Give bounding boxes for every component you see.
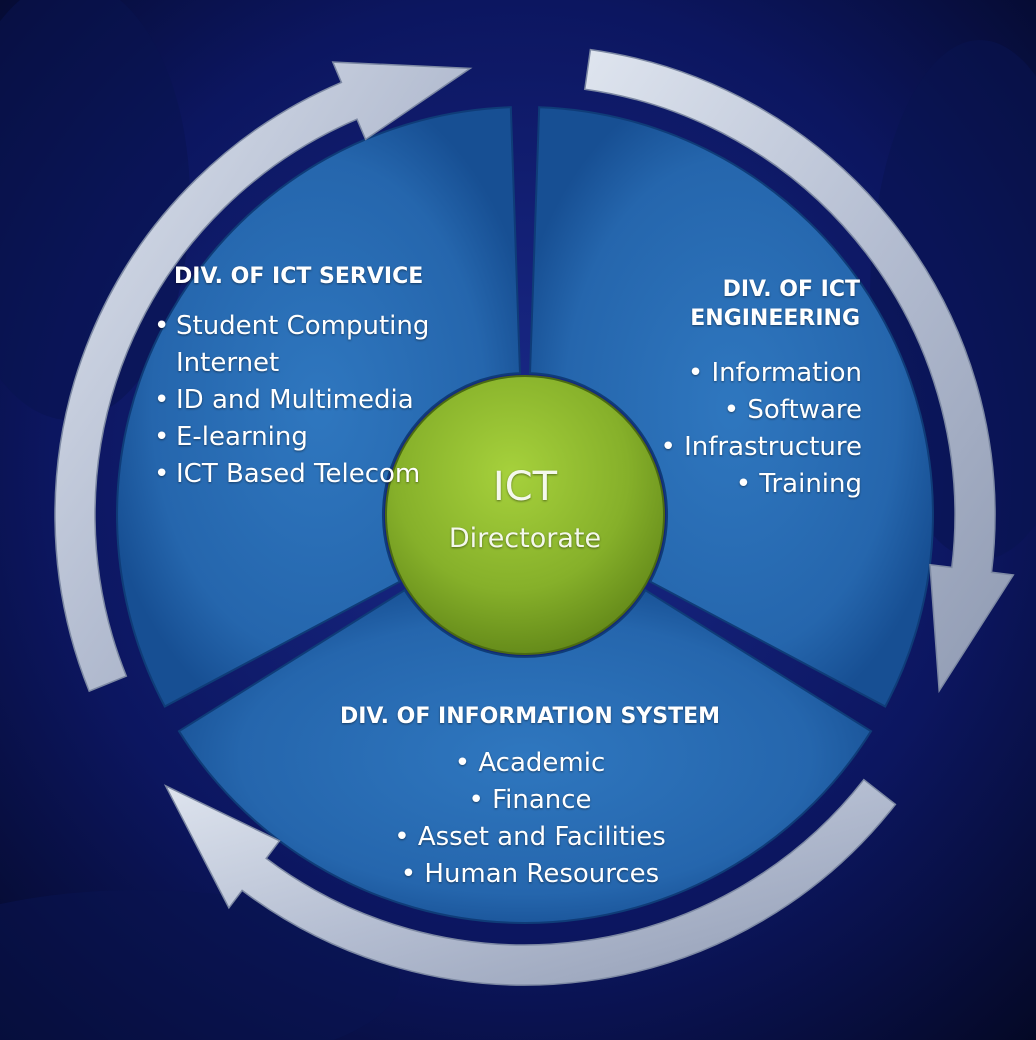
curved-arrow-icon: [583, 48, 1015, 694]
list-item: Information: [600, 355, 862, 392]
division-list-ict-engineering: Information Software Infrastructure Trai…: [600, 355, 862, 503]
list-item: Training: [600, 466, 862, 503]
list-item: Student Computing Internet: [154, 308, 454, 382]
list-item: ID and Multimedia: [154, 382, 454, 419]
list-item: ICT Based Telecom: [154, 456, 454, 493]
curved-arrow-icon: [163, 778, 897, 986]
list-item: Infrastructure: [600, 429, 862, 466]
list-item: E-learning: [154, 419, 454, 456]
center-circle: [385, 375, 665, 655]
arrow-ring: [54, 48, 1015, 986]
center-subtitle: Directorate: [448, 523, 602, 554]
list-item: Academic: [330, 745, 730, 782]
curved-arrow-icon: [54, 61, 473, 693]
center-title: ICT: [492, 464, 558, 510]
list-item: Software: [600, 392, 862, 429]
list-item: Human Resources: [330, 856, 730, 893]
list-item: Finance: [330, 782, 730, 819]
list-item: Asset and Facilities: [330, 819, 730, 856]
division-heading-ict-service: DIV. OF ICT SERVICE: [174, 264, 424, 289]
division-list-ict-service: Student Computing Internet ID and Multim…: [154, 308, 454, 493]
division-heading-information-system: DIV. OF INFORMATION SYSTEM: [339, 704, 721, 729]
division-heading-ict-engineering: DIV. OF ICT ENGINEERING: [690, 277, 860, 331]
division-list-information-system: Academic Finance Asset and Facilities Hu…: [330, 745, 730, 893]
